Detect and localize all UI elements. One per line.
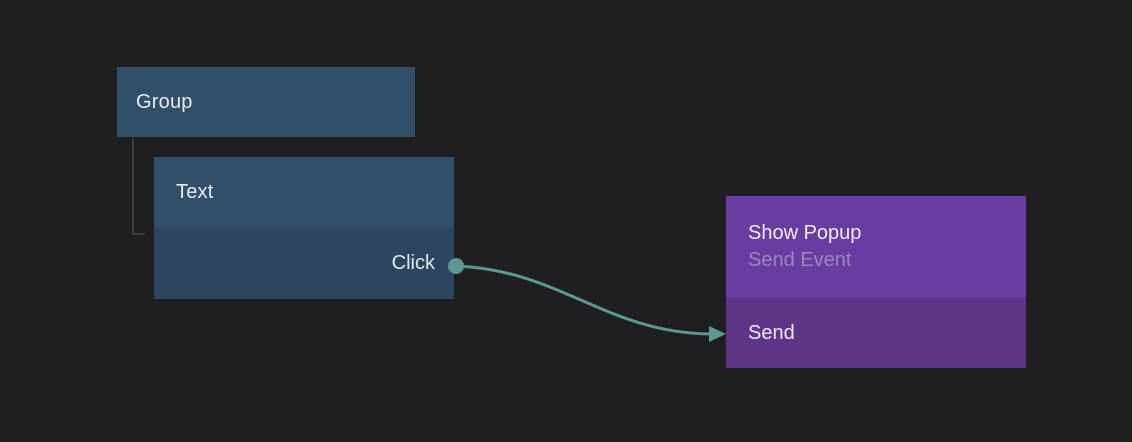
group-node-title: Group bbox=[136, 90, 193, 113]
node-text[interactable]: Text Click bbox=[154, 157, 454, 299]
hierarchy-connector-line bbox=[132, 138, 145, 235]
text-node-title: Text bbox=[176, 181, 214, 203]
node-show-popup[interactable]: Show Popup Send Event Send bbox=[726, 196, 1026, 368]
arrowhead-icon bbox=[709, 326, 726, 342]
show-popup-title: Show Popup bbox=[748, 222, 862, 244]
node-group[interactable]: Group bbox=[117, 67, 415, 137]
input-row-send[interactable]: Send bbox=[726, 298, 1026, 368]
show-popup-header[interactable]: Show Popup Send Event bbox=[726, 196, 1026, 298]
show-popup-subtitle: Send Event bbox=[748, 249, 852, 271]
text-node-header[interactable]: Text bbox=[154, 157, 454, 228]
output-port-label: Click bbox=[391, 252, 435, 274]
input-port-label: Send bbox=[748, 321, 795, 344]
output-row-click[interactable]: Click bbox=[154, 228, 454, 299]
connection-edge[interactable] bbox=[454, 264, 711, 336]
